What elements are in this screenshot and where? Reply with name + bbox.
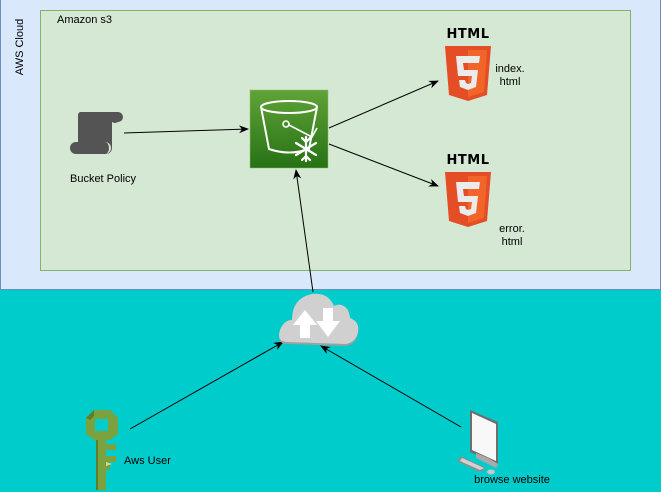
- index-html-line2: html: [499, 76, 521, 88]
- bucket-policy-label: Bucket Policy: [69, 173, 137, 185]
- edge-bucket-to-index[interactable]: [328, 80, 439, 129]
- amazon-s3-label: Amazon s3: [57, 14, 113, 26]
- aws-user-label: Aws User: [124, 455, 171, 467]
- s3-glacier-bucket-icon[interactable]: [249, 89, 329, 169]
- edges: [123, 80, 462, 430]
- browse-website-label: browse website: [474, 474, 550, 486]
- edge-internet-to-bucket[interactable]: [293, 169, 314, 293]
- html5-icon-error[interactable]: [445, 172, 491, 227]
- index-html-line1: index.: [495, 63, 525, 75]
- html-badge-error: HTML: [446, 153, 490, 168]
- edge-policy-to-bucket[interactable]: [123, 125, 249, 134]
- edge-user-to-internet[interactable]: [129, 341, 284, 430]
- error-html-line1: error.: [499, 223, 525, 235]
- amazon-s3-group[interactable]: Amazon s3: [40, 10, 631, 271]
- key-icon[interactable]: [86, 410, 118, 490]
- scroll-icon[interactable]: [70, 112, 123, 154]
- desktop-computer-icon[interactable]: [458, 410, 498, 475]
- html-badge-index: HTML: [446, 27, 490, 42]
- error-html-label: error. html: [495, 223, 529, 249]
- html5-icon-index[interactable]: [444, 30, 492, 101]
- error-html-line2: html: [501, 236, 523, 248]
- internet-cloud-icon[interactable]: [279, 293, 359, 346]
- edge-browser-to-internet[interactable]: [320, 345, 462, 428]
- index-html-label: index. html: [494, 63, 526, 89]
- edge-bucket-to-error[interactable]: [328, 143, 439, 187]
